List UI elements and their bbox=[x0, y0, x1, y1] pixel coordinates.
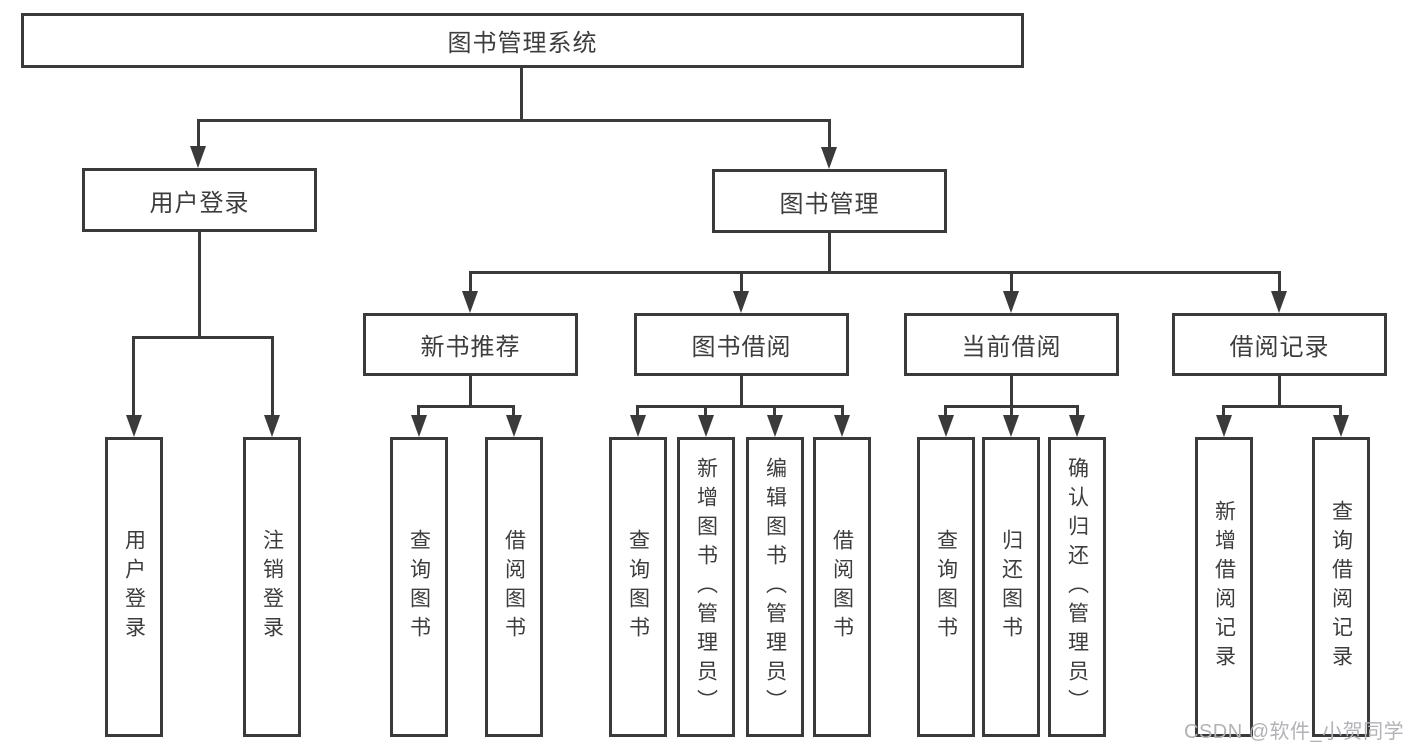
node-query-books-recommend: 查询图书 bbox=[390, 437, 448, 737]
node-borrowing-records-label: 借阅记录 bbox=[1229, 334, 1330, 361]
edge-drop-new-recommend bbox=[469, 271, 472, 293]
arrowhead-query-books-borrowing bbox=[630, 415, 646, 437]
arrowhead-query-books-current bbox=[938, 415, 954, 437]
edge-drop-logout-leaf bbox=[271, 336, 274, 415]
node-borrow-books-borrowing: 借阅图书 bbox=[813, 437, 871, 737]
node-book-management: 图书管理 bbox=[712, 169, 947, 233]
arrowhead-book-borrowing bbox=[733, 291, 749, 313]
arrowhead-query-borrow-record bbox=[1333, 415, 1349, 437]
edge-drop-query-books-recommend bbox=[417, 405, 420, 415]
node-query-borrow-record-label: 查询借阅记录 bbox=[1329, 500, 1353, 674]
node-book-borrowing-label: 图书借阅 bbox=[691, 334, 792, 361]
node-confirm-return-admin: 确认归还（管理员） bbox=[1048, 437, 1106, 737]
arrowhead-logout-leaf bbox=[264, 415, 280, 437]
node-return-books-label: 归还图书 bbox=[999, 529, 1023, 645]
edge-book-borrowing-stem bbox=[740, 376, 743, 408]
node-borrow-books-recommend: 借阅图书 bbox=[485, 437, 543, 737]
node-return-books: 归还图书 bbox=[982, 437, 1040, 737]
edge-drop-book-borrowing bbox=[740, 271, 743, 293]
node-edit-books-admin: 编辑图书（管理员） bbox=[746, 437, 804, 737]
node-add-books-admin-label: 新增图书（管理员） bbox=[694, 456, 718, 718]
node-query-borrow-record: 查询借阅记录 bbox=[1312, 437, 1370, 737]
node-confirm-return-admin-label: 确认归还（管理员） bbox=[1065, 456, 1089, 718]
edge-borrowing-records-stem bbox=[1278, 376, 1281, 408]
arrowhead-query-books-recommend bbox=[411, 415, 427, 437]
node-query-books-current: 查询图书 bbox=[917, 437, 975, 737]
node-add-books-admin: 新增图书（管理员） bbox=[677, 437, 735, 737]
edge-new-recommend-stem bbox=[469, 376, 472, 408]
edge-book-borrowing-rail bbox=[636, 405, 844, 408]
edge-drop-current-borrowing bbox=[1010, 271, 1013, 293]
edge-drop-edit-books-admin bbox=[773, 405, 776, 415]
arrowhead-book-management bbox=[821, 147, 837, 169]
arrowhead-add-borrow-record bbox=[1216, 415, 1232, 437]
arrowhead-borrow-books-borrowing bbox=[834, 415, 850, 437]
node-new-book-recommend-label: 新书推荐 bbox=[420, 334, 521, 361]
node-book-borrowing: 图书借阅 bbox=[634, 313, 849, 376]
node-root-label: 图书管理系统 bbox=[447, 30, 598, 57]
node-root: 图书管理系统 bbox=[21, 13, 1024, 68]
arrowhead-borrow-books-recommend bbox=[506, 415, 522, 437]
edge-drop-add-books-admin bbox=[704, 405, 707, 415]
edge-drop-query-borrow-record bbox=[1339, 405, 1342, 415]
arrowhead-edit-books-admin bbox=[767, 415, 783, 437]
node-user-login: 用户登录 bbox=[82, 168, 317, 232]
node-add-borrow-record: 新增借阅记录 bbox=[1195, 437, 1253, 737]
edge-root-stem bbox=[520, 68, 523, 122]
edge-drop-query-books-borrowing bbox=[636, 405, 639, 415]
edge-drop-borrow-books-recommend bbox=[512, 405, 515, 415]
arrowhead-borrowing-records bbox=[1271, 291, 1287, 313]
edge-drop-confirm-return bbox=[1076, 405, 1079, 415]
node-current-borrowing: 当前借阅 bbox=[904, 313, 1119, 376]
node-query-books-recommend-label: 查询图书 bbox=[407, 529, 431, 645]
node-borrowing-records: 借阅记录 bbox=[1172, 313, 1387, 376]
node-user-login-leaf: 用户登录 bbox=[105, 437, 163, 737]
node-query-books-borrowing-label: 查询图书 bbox=[626, 529, 650, 645]
node-logout-leaf: 注销登录 bbox=[243, 437, 301, 737]
edge-drop-login-leaf bbox=[132, 336, 135, 415]
edge-root-rail bbox=[197, 119, 831, 122]
edge-user-login-stem bbox=[198, 232, 201, 339]
edge-drop-query-books-current bbox=[944, 405, 947, 415]
edge-borrowing-records-rail bbox=[1222, 405, 1342, 408]
edge-drop-user-login bbox=[197, 119, 200, 147]
node-user-login-label: 用户登录 bbox=[149, 189, 250, 217]
edge-user-login-rail bbox=[132, 336, 274, 339]
arrowhead-login-leaf bbox=[126, 415, 142, 437]
node-new-book-recommend: 新书推荐 bbox=[363, 313, 578, 376]
arrowhead-current-borrowing bbox=[1003, 291, 1019, 313]
node-borrow-books-borrowing-label: 借阅图书 bbox=[830, 529, 854, 645]
node-logout-leaf-label: 注销登录 bbox=[260, 529, 284, 645]
csdn-watermark: CSDN @软件_小贺同学 bbox=[1184, 721, 1405, 743]
node-query-books-current-label: 查询图书 bbox=[934, 529, 958, 645]
edge-drop-return-books bbox=[1010, 405, 1013, 415]
arrowhead-return-books bbox=[1003, 415, 1019, 437]
node-current-borrowing-label: 当前借阅 bbox=[961, 334, 1062, 361]
node-add-borrow-record-label: 新增借阅记录 bbox=[1212, 500, 1236, 674]
arrowhead-user-login bbox=[190, 146, 206, 168]
node-user-login-leaf-label: 用户登录 bbox=[122, 529, 146, 645]
edge-drop-add-borrow-record bbox=[1222, 405, 1225, 415]
edge-drop-book-management bbox=[828, 119, 831, 147]
edge-new-recommend-rail bbox=[417, 405, 515, 408]
edge-drop-borrow-books-borrowing bbox=[841, 405, 844, 415]
arrowhead-add-books-admin bbox=[698, 415, 714, 437]
arrowhead-confirm-return bbox=[1069, 415, 1085, 437]
edge-drop-borrowing-records bbox=[1278, 271, 1281, 293]
node-borrow-books-recommend-label: 借阅图书 bbox=[502, 529, 526, 645]
node-edit-books-admin-label: 编辑图书（管理员） bbox=[763, 456, 787, 718]
edge-book-management-stem bbox=[828, 233, 831, 274]
edge-current-borrowing-stem bbox=[1010, 376, 1013, 408]
node-book-management-label: 图书管理 bbox=[779, 190, 880, 218]
edge-book-management-rail bbox=[469, 271, 1280, 274]
node-query-books-borrowing: 查询图书 bbox=[609, 437, 667, 737]
arrowhead-new-recommend bbox=[462, 291, 478, 313]
